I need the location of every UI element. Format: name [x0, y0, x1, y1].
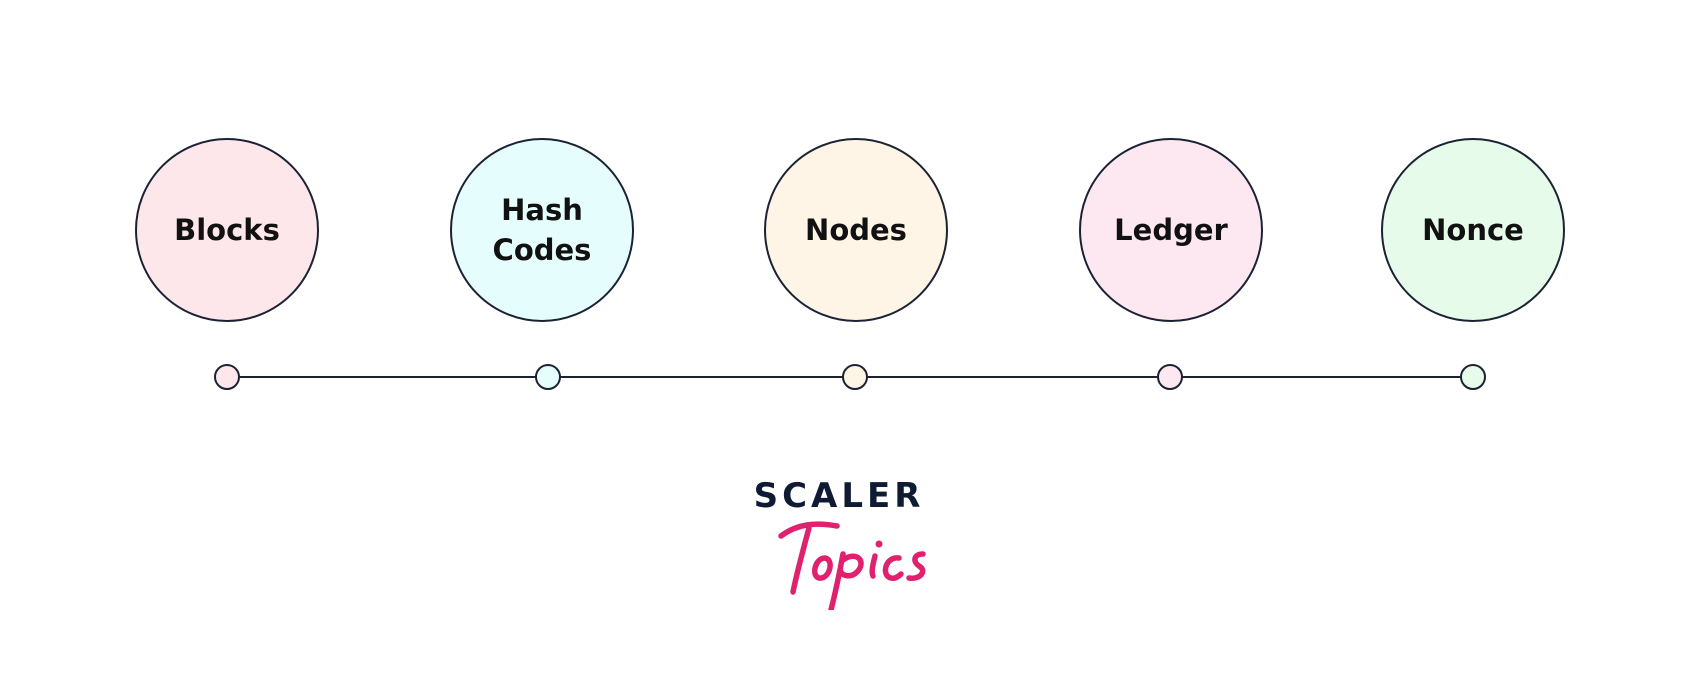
- concept-circle-ledger: Ledger: [1079, 138, 1263, 322]
- concept-label-nodes: Nodes: [805, 213, 907, 247]
- logo-script-topics: [778, 521, 926, 610]
- scaler-topics-logo: SCALER: [745, 470, 955, 610]
- concept-label-blocks: Blocks: [174, 213, 280, 247]
- concept-circle-hash-codes: Hash Codes: [450, 138, 634, 322]
- logo-wordmark: SCALER: [753, 476, 925, 516]
- concept-label-ledger: Ledger: [1114, 213, 1228, 247]
- timeline-dot-nodes: [842, 364, 868, 390]
- timeline-dot-nonce: [1460, 364, 1486, 390]
- concept-label-nonce: Nonce: [1422, 213, 1524, 247]
- concept-circle-nodes: Nodes: [764, 138, 948, 322]
- timeline-dot-hash-codes: [535, 364, 561, 390]
- timeline-dot-ledger: [1157, 364, 1183, 390]
- concept-circle-nonce: Nonce: [1381, 138, 1565, 322]
- concept-label-hash-codes: Hash Codes: [492, 193, 592, 267]
- timeline-dot-blocks: [214, 364, 240, 390]
- concept-circle-blocks: Blocks: [135, 138, 319, 322]
